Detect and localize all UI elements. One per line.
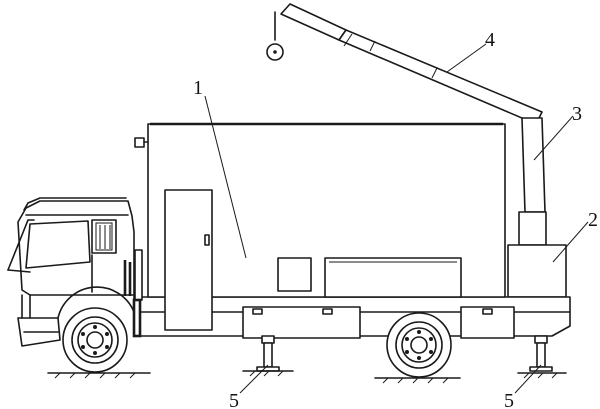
door-handle — [204, 234, 210, 246]
leader-lines — [204, 43, 589, 394]
crane-boom — [266, 3, 543, 125]
label-crane-boom: 4 — [485, 29, 495, 51]
label-body: 1 — [193, 77, 203, 99]
label-support-leg-rear: 5 — [504, 390, 514, 409]
toolbox-right — [460, 306, 515, 339]
label-platform: 2 — [588, 209, 598, 231]
ground-lines — [47, 370, 567, 384]
equipment-hatch — [324, 257, 462, 298]
toolbox-left — [242, 306, 361, 339]
front-wheel — [62, 307, 128, 373]
crane-column — [518, 117, 547, 246]
rear-wheel — [386, 312, 452, 378]
support-leg-front — [256, 335, 280, 372]
side-door — [164, 189, 213, 331]
cab — [7, 197, 143, 347]
label-crane-column: 3 — [572, 103, 582, 125]
cargo-body — [134, 122, 506, 331]
support-leg-rear — [529, 335, 553, 372]
label-support-leg-front: 5 — [229, 390, 239, 409]
service-window — [277, 257, 312, 292]
